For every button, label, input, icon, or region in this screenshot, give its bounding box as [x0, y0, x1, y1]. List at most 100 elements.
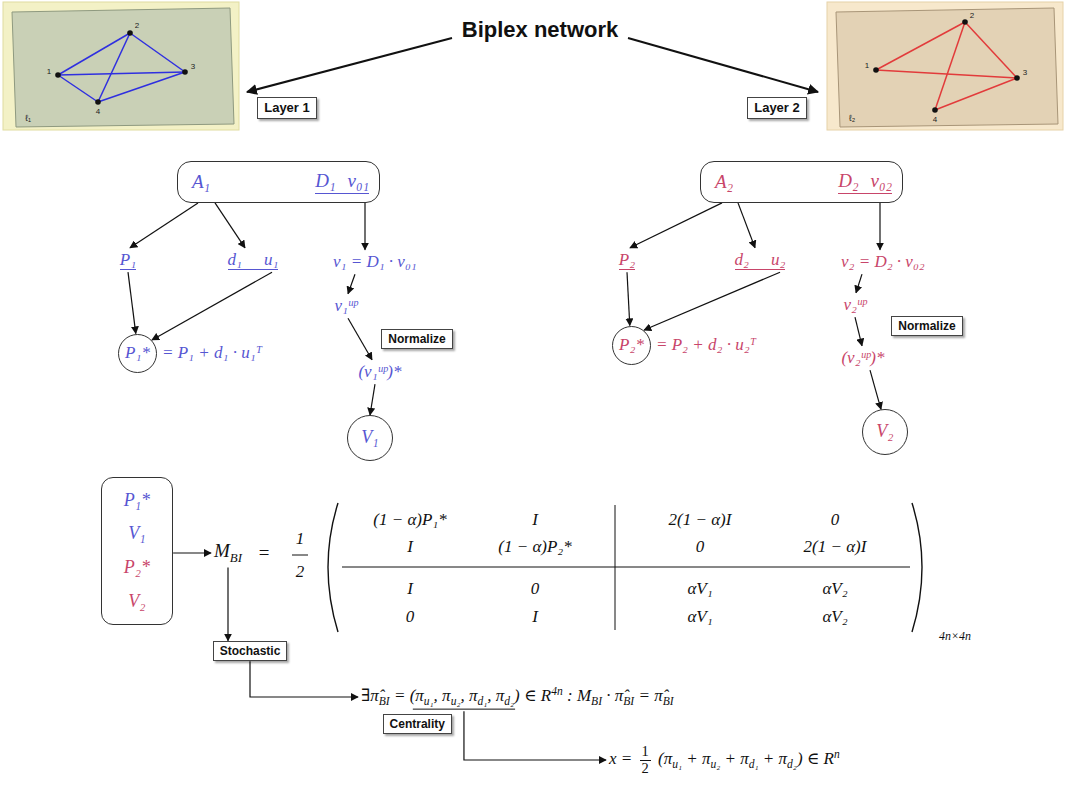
flow-arrow [879, 203, 880, 250]
node-text: u₂ [710, 758, 720, 771]
node-text: V₁ [361, 427, 378, 449]
layer-graph [58, 33, 185, 102]
flow-arrow [855, 317, 862, 346]
flow-arrow [130, 203, 198, 248]
layer-tag: Layer 2 [747, 97, 807, 119]
matrix-cell: αV₁ [687, 608, 712, 627]
node-text: v₁ᵘᵖ [334, 296, 357, 315]
layer-panel [3, 2, 239, 130]
title-arrow [247, 38, 452, 92]
node-text: BI [591, 695, 602, 708]
node-text: 2 [642, 761, 649, 777]
graph-edge [58, 33, 130, 75]
matrix-cell: αV₂ [822, 580, 847, 599]
node-text: Layer 1 [264, 100, 310, 115]
flow-arrow [627, 272, 630, 325]
vector-pair: d₂u₂ [732, 248, 789, 272]
flow-arrow [152, 272, 272, 340]
node-text: ∃π̂ [361, 686, 379, 705]
matrix-term: P₂ [616, 248, 638, 272]
vertex-number: 1 [47, 68, 51, 77]
flow-arrow [250, 661, 358, 697]
diagram-title: Biplex network [462, 17, 618, 43]
node-text: Layer 2 [754, 100, 800, 115]
vector-term: v₁ᵘᵖ [331, 294, 360, 318]
circled-term: V₁ [347, 415, 393, 461]
graph-vertex [95, 99, 101, 105]
vector-term: v₂ᵘᵖ [840, 293, 869, 317]
flow-arrow [128, 272, 136, 333]
fraction-bar [292, 555, 308, 556]
flow-arrow [370, 384, 375, 415]
node-text: u₁ [264, 250, 278, 270]
node-text: x = [609, 749, 637, 768]
matrix-cell: 0 [696, 538, 705, 557]
node-text: n [834, 748, 840, 761]
layer-tag: Layer 1 [257, 97, 317, 119]
vertex-number: 3 [191, 63, 195, 72]
circled-term: V₂ [862, 409, 908, 455]
step-tag: Normalize [891, 316, 962, 336]
node-text: Normalize [388, 332, 445, 346]
matrix-cell: (1 − α)P₁* [373, 511, 447, 530]
layer-plane [836, 8, 1058, 127]
flow-arrow [348, 274, 355, 294]
node-text: : M [563, 686, 591, 705]
fraction-part: 1 [296, 530, 305, 549]
flow-arrow [630, 203, 722, 248]
vertex-number: 4 [96, 108, 100, 117]
matrix-cell: I [532, 511, 538, 530]
node-text: D₁ [315, 170, 347, 194]
node-text: D₂ [838, 170, 870, 194]
graph-edge [58, 72, 185, 75]
node-text: d₂ [787, 758, 797, 771]
step-tag: Stochastic [213, 641, 288, 661]
graph-edge [935, 78, 1017, 110]
node-text: 1 [640, 744, 651, 761]
matrix-cell: 2(1 − α)I [804, 538, 867, 557]
matrix-cell: I [532, 608, 538, 627]
title-arrow [628, 38, 818, 92]
node-text: A₂ [715, 171, 733, 194]
graph-edge [98, 33, 130, 102]
node-text: BI [663, 695, 674, 708]
matrix-paren [328, 503, 338, 632]
node-text: + π [759, 749, 788, 768]
matrix-cell: I [407, 538, 413, 557]
node-text: P₁* [124, 490, 150, 512]
graph-vertex [182, 69, 188, 75]
node-text: P₂* [124, 557, 150, 579]
matrix-cell: 2(1 − α)I [669, 511, 732, 530]
graph-vertex [962, 19, 968, 25]
matrix-cell: I [407, 580, 413, 599]
layer-panel [827, 2, 1063, 130]
graph-vertex [932, 107, 938, 113]
node-text: (v₂ᵘᵖ)* [841, 348, 884, 367]
node-text: v₂ᵘᵖ [843, 295, 866, 314]
layer-plane [12, 8, 234, 127]
layer-name: ℓ₁ [25, 114, 31, 124]
layer-graph [876, 22, 1017, 110]
flow-arrow [364, 203, 365, 250]
graph-vertices [873, 19, 1020, 113]
graph-edge [58, 75, 98, 102]
circled-equation: P₂*= P₂ + d₂ · u₂ᵀ [612, 326, 756, 365]
vertex-number: 2 [135, 22, 139, 31]
matrix-name: MBI [211, 538, 245, 567]
graph-edge [965, 22, 1017, 78]
node-text: 4n [551, 685, 563, 698]
flow-arrow [644, 272, 780, 330]
graph-vertices [55, 30, 188, 105]
node-text: V₂ [128, 591, 145, 613]
underline [413, 709, 515, 710]
node-text: P₂ [619, 250, 635, 270]
equation: v₁ = D₁ · v₀₁ [330, 250, 420, 274]
input-set-box: A₂D₂v₀₂ [700, 161, 903, 203]
node-text: BI [623, 695, 634, 708]
graph-edge [935, 22, 965, 110]
circled-equation: P₁*= P₁ + d₁ · u₁ᵀ [118, 334, 262, 373]
node-text: Centrality [390, 717, 445, 731]
node-text: v₀₁ [348, 170, 370, 194]
matrix-cell: (1 − α)P₂* [498, 538, 572, 557]
